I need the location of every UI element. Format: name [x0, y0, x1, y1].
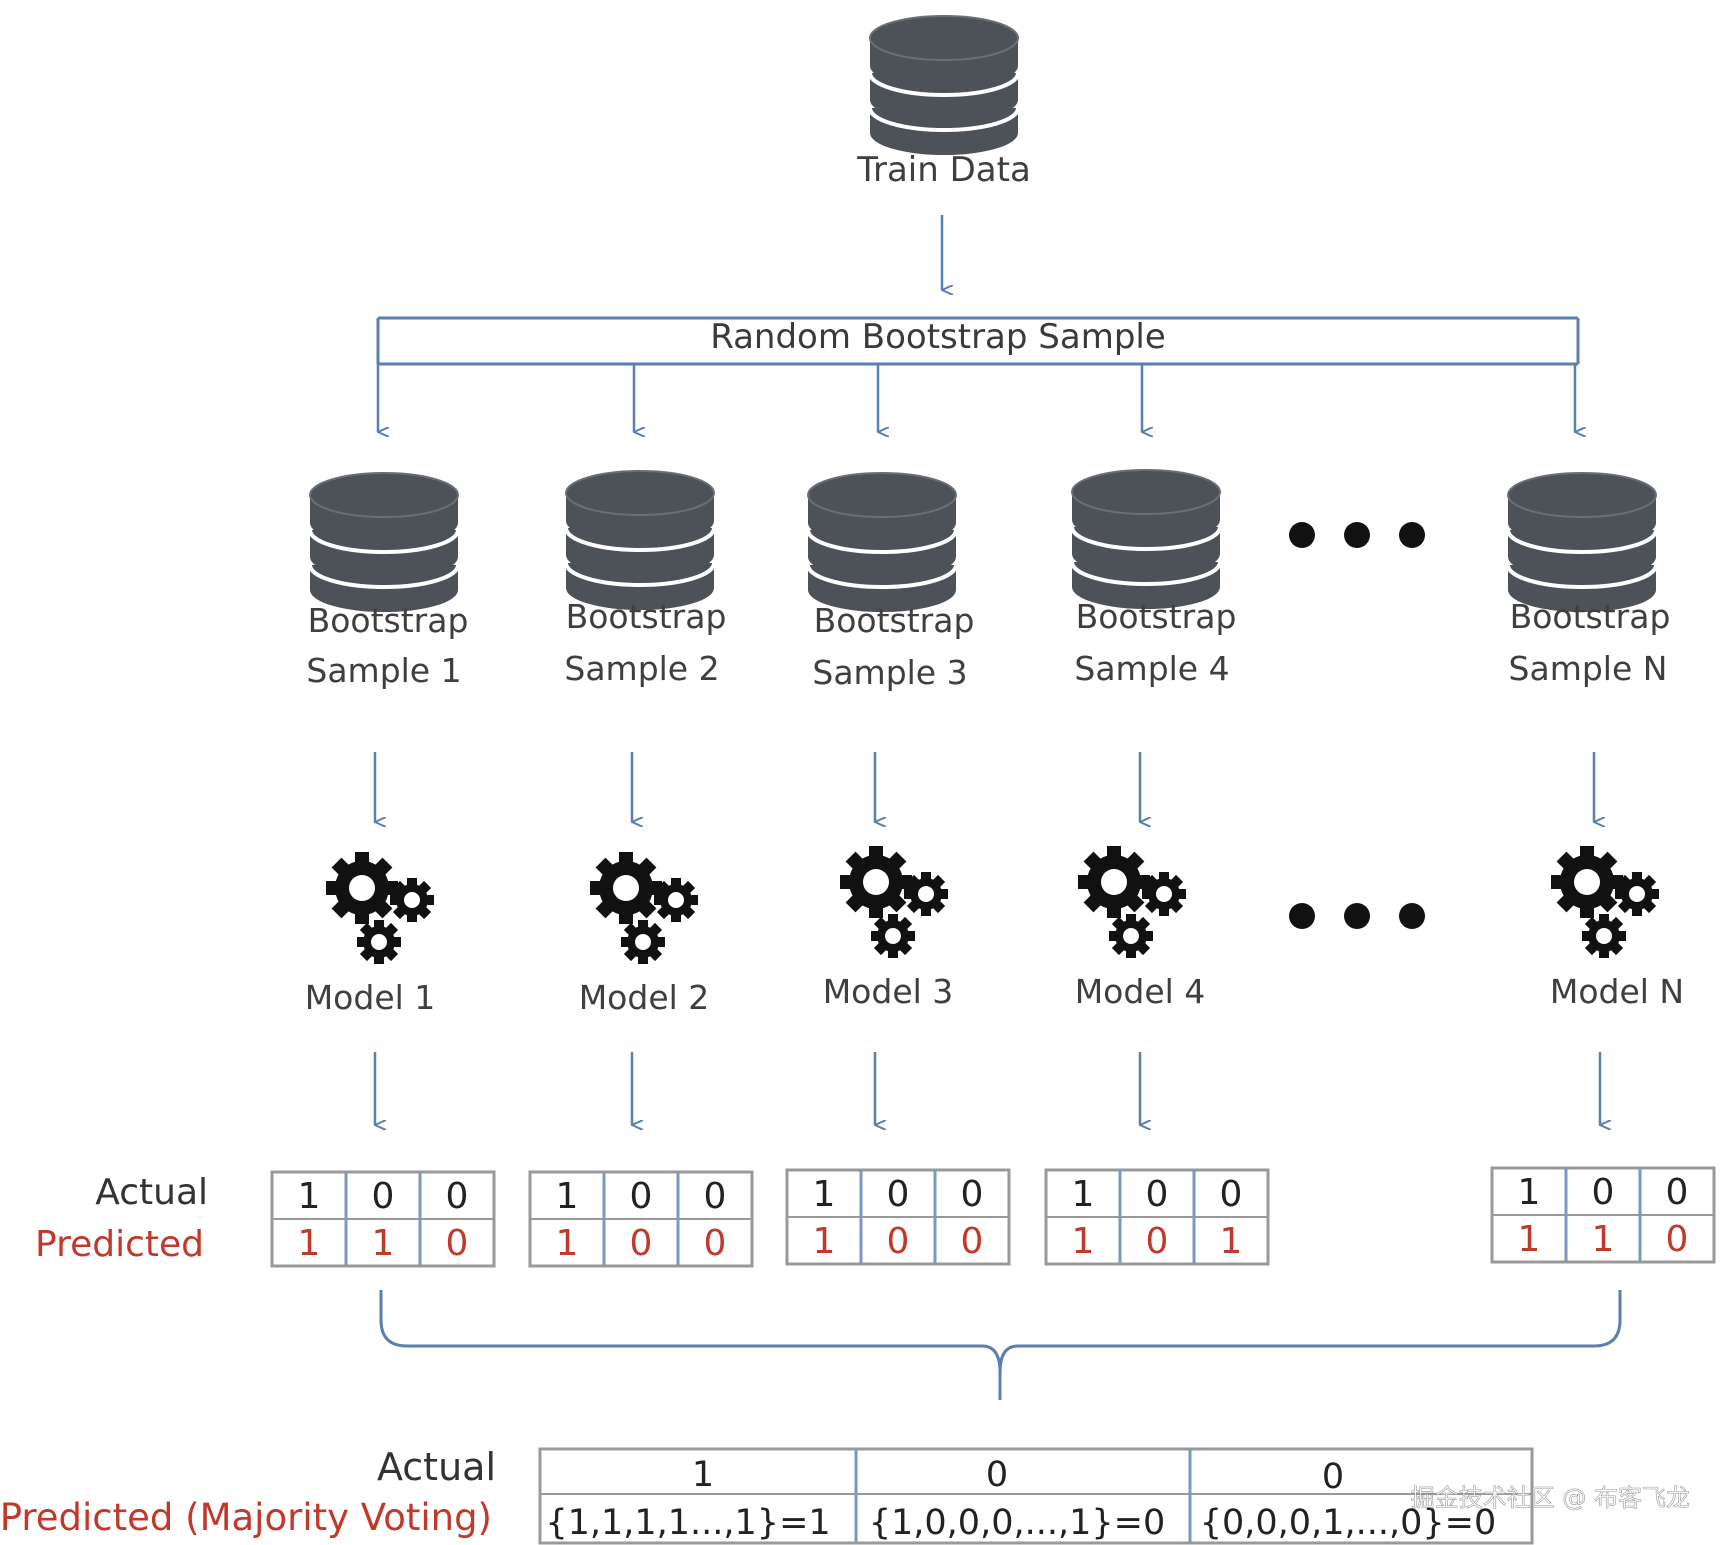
bootstrap-bracket: [376, 316, 1580, 366]
final-actual-cell: 1: [692, 1455, 714, 1495]
final-actual-cell: 0: [986, 1455, 1008, 1495]
actual-cell: 0: [1220, 1174, 1243, 1215]
ellipsis-icon: [1289, 522, 1425, 548]
predicted-cell: 1: [1220, 1221, 1243, 1262]
sample-label-line2: Sample N: [1509, 649, 1668, 688]
sample-label-line1: Bootstrap: [566, 597, 727, 636]
model-4: Model 4: [1075, 846, 1206, 1011]
predicted-cell: 1: [556, 1223, 579, 1264]
sample-label-line1: Bootstrap: [1076, 597, 1237, 636]
sample-column-4: Bootstrap Sample 4: [1070, 468, 1237, 688]
predicted-cell: 1: [372, 1223, 395, 1264]
model-label: Model N: [1550, 972, 1684, 1011]
prediction-grid-5: 1 0 0 1 1 0: [1490, 1166, 1716, 1264]
predicted-cell: 0: [704, 1223, 727, 1264]
sample-label-line1: Bootstrap: [1510, 597, 1671, 636]
model-2: Model 2: [579, 852, 710, 1017]
actual-cell: 1: [1518, 1172, 1541, 1213]
actual-cell: 0: [1666, 1172, 1689, 1213]
predicted-cell: 0: [446, 1223, 469, 1264]
sample-column-n: Bootstrap Sample N: [1506, 471, 1671, 688]
final-actual-cell: 0: [1322, 1457, 1344, 1497]
aggregation-brace: [379, 1290, 1622, 1400]
predicted-cell: 1: [1518, 1219, 1541, 1260]
prediction-grids: 1 0 0 1 1 0 1 0 0 1 0 0 1 0 0 1 0 0 1 0 0 1 0 1 1 0 0 1 1 0: [270, 1166, 1716, 1268]
database-icon: [308, 471, 460, 614]
prediction-grid-4: 1 0 0 1 0 1: [1044, 1168, 1270, 1266]
gears-icon: [1551, 846, 1659, 958]
actual-cell: 0: [704, 1176, 727, 1217]
actual-cell: 0: [1146, 1174, 1169, 1215]
watermark: 掘金技术社区 @ 布客飞龙: [1411, 1484, 1690, 1512]
actual-cell: 0: [887, 1174, 910, 1215]
actual-row-label: Actual: [95, 1172, 208, 1213]
model-label: Model 4: [1075, 972, 1206, 1011]
actual-cell: 1: [298, 1176, 321, 1217]
arrows-to-predictions: [373, 1052, 1600, 1125]
actual-cell: 1: [556, 1176, 579, 1217]
predicted-cell: 0: [1666, 1219, 1689, 1260]
prediction-grid-3: 1 0 0 1 0 0: [785, 1168, 1011, 1266]
final-predicted-label: Predicted (Majority Voting): [0, 1496, 492, 1539]
database-icon: [806, 471, 958, 614]
model-n: Model N: [1550, 846, 1684, 1011]
actual-cell: 0: [372, 1176, 395, 1217]
train-data-node: Train Data: [856, 14, 1031, 190]
predicted-cell: 0: [887, 1221, 910, 1262]
sample-label-line1: Bootstrap: [814, 601, 975, 640]
sample-label-line2: Sample 3: [812, 653, 967, 692]
gears-icon: [1078, 846, 1186, 958]
final-grid: 1 0 0 {1,1,1,1...,1}=1 {1,0,0,0,...,1}=0…: [538, 1447, 1534, 1545]
arrows-to-models: [373, 752, 1594, 822]
prediction-grid-2: 1 0 0 1 0 0: [528, 1170, 754, 1268]
gears-icon: [840, 846, 948, 958]
predicted-cell: 0: [630, 1223, 653, 1264]
predicted-cell: 1: [1072, 1221, 1095, 1262]
sample-column-3: Bootstrap Sample 3: [806, 471, 975, 692]
bootstrap-label: Random Bootstrap Sample: [710, 317, 1166, 357]
final-predicted-cell: {0,0,0,1,...,0}=0: [1200, 1503, 1496, 1543]
train-data-label: Train Data: [856, 150, 1031, 190]
predicted-cell: 1: [813, 1221, 836, 1262]
predicted-cell: 1: [298, 1223, 321, 1264]
actual-cell: 1: [813, 1174, 836, 1215]
model-1: Model 1: [305, 852, 436, 1017]
model-3: Model 3: [823, 846, 954, 1011]
actual-cell: 0: [446, 1176, 469, 1217]
predicted-row-label: Predicted: [35, 1224, 204, 1265]
sample-column-2: Bootstrap Sample 2: [564, 469, 727, 688]
predicted-cell: 0: [961, 1221, 984, 1262]
actual-cell: 0: [961, 1174, 984, 1215]
database-icon: [1506, 471, 1658, 614]
final-predicted-cell: {1,1,1,1...,1}=1: [545, 1503, 830, 1543]
gears-icon: [326, 852, 434, 964]
model-label: Model 3: [823, 972, 954, 1011]
final-actual-label: Actual: [377, 1445, 496, 1489]
model-label: Model 2: [579, 978, 710, 1017]
sample-label-line2: Sample 1: [306, 651, 461, 690]
actual-cell: 0: [1592, 1172, 1615, 1213]
actual-cell: 1: [1072, 1174, 1095, 1215]
model-label: Model 1: [305, 978, 436, 1017]
database-icon: [564, 469, 716, 612]
arrows-to-samples: [376, 364, 1575, 432]
predicted-cell: 0: [1146, 1221, 1169, 1262]
sample-label-line2: Sample 4: [1074, 649, 1229, 688]
final-predicted-cell: {1,0,0,0,...,1}=0: [869, 1503, 1165, 1543]
database-icon: [1070, 468, 1222, 611]
predicted-cell: 1: [1592, 1219, 1615, 1260]
sample-column-1: Bootstrap Sample 1: [306, 471, 469, 690]
database-icon: [868, 14, 1020, 157]
ellipsis-icon: [1289, 903, 1425, 929]
gears-icon: [590, 852, 698, 964]
prediction-grid-1: 1 0 0 1 1 0: [270, 1170, 496, 1268]
sample-label-line1: Bootstrap: [308, 601, 469, 640]
actual-cell: 0: [630, 1176, 653, 1217]
sample-label-line2: Sample 2: [564, 649, 719, 688]
